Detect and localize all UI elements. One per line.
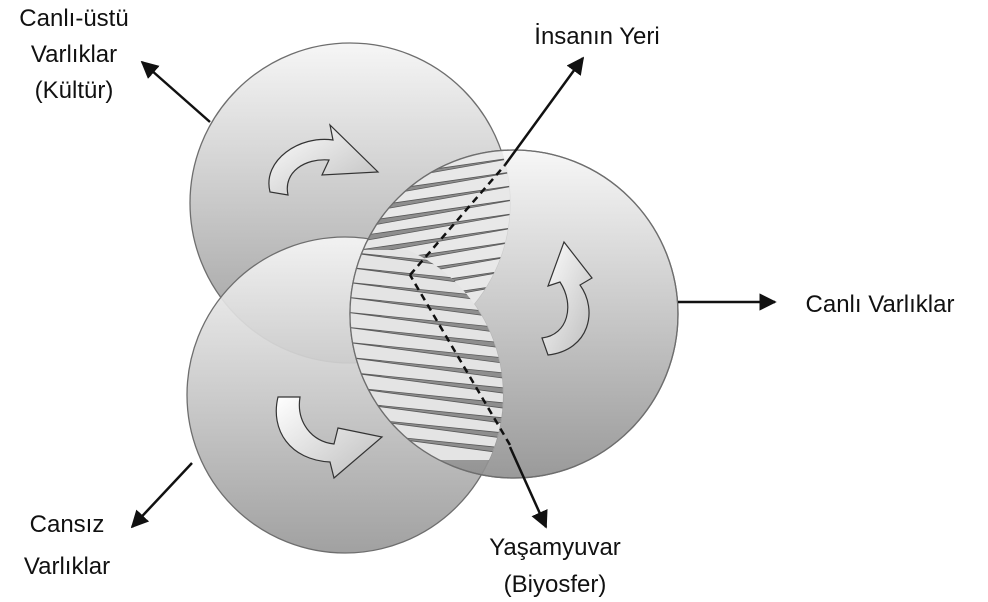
hatch-spike bbox=[350, 211, 510, 245]
human-place-axis bbox=[408, 274, 512, 446]
arrow-biosphere bbox=[508, 446, 548, 529]
cycle-arrow-icon bbox=[275, 396, 384, 480]
hatch-spike bbox=[350, 386, 503, 412]
cycle-arrow-icon bbox=[541, 240, 593, 356]
human-place-axis-upper bbox=[409, 164, 506, 276]
label-culture-2: Varlıklar bbox=[31, 41, 117, 68]
label-biosphere-2: (Biyosfer) bbox=[504, 571, 607, 598]
hatch-spike bbox=[350, 356, 503, 382]
hatch-spike bbox=[350, 183, 510, 217]
hatch-spike bbox=[350, 371, 503, 397]
arrow-nonliving bbox=[130, 462, 193, 529]
label-culture-3: (Kültür) bbox=[35, 77, 114, 104]
label-living: Canlı Varlıklar bbox=[806, 291, 955, 318]
hatch-spike bbox=[350, 401, 503, 427]
label-culture-1: Canlı-üstü bbox=[19, 5, 128, 32]
hatch-spike bbox=[350, 326, 503, 352]
label-nonliving-1: Cansız bbox=[30, 511, 105, 538]
label-nonliving-2: Varlıklar bbox=[24, 553, 110, 580]
hatch-spike bbox=[350, 341, 503, 367]
hatch-spike bbox=[350, 311, 503, 337]
label-biosphere-1: Yaşamyuvar bbox=[489, 534, 621, 561]
hatch-spike bbox=[350, 296, 503, 322]
hatch-spike bbox=[350, 197, 510, 231]
cycle-arrow-icon bbox=[268, 123, 380, 196]
arrow-human-place bbox=[503, 56, 585, 166]
arrow-culture bbox=[140, 60, 211, 123]
label-human-place: İnsanın Yeri bbox=[534, 23, 659, 50]
